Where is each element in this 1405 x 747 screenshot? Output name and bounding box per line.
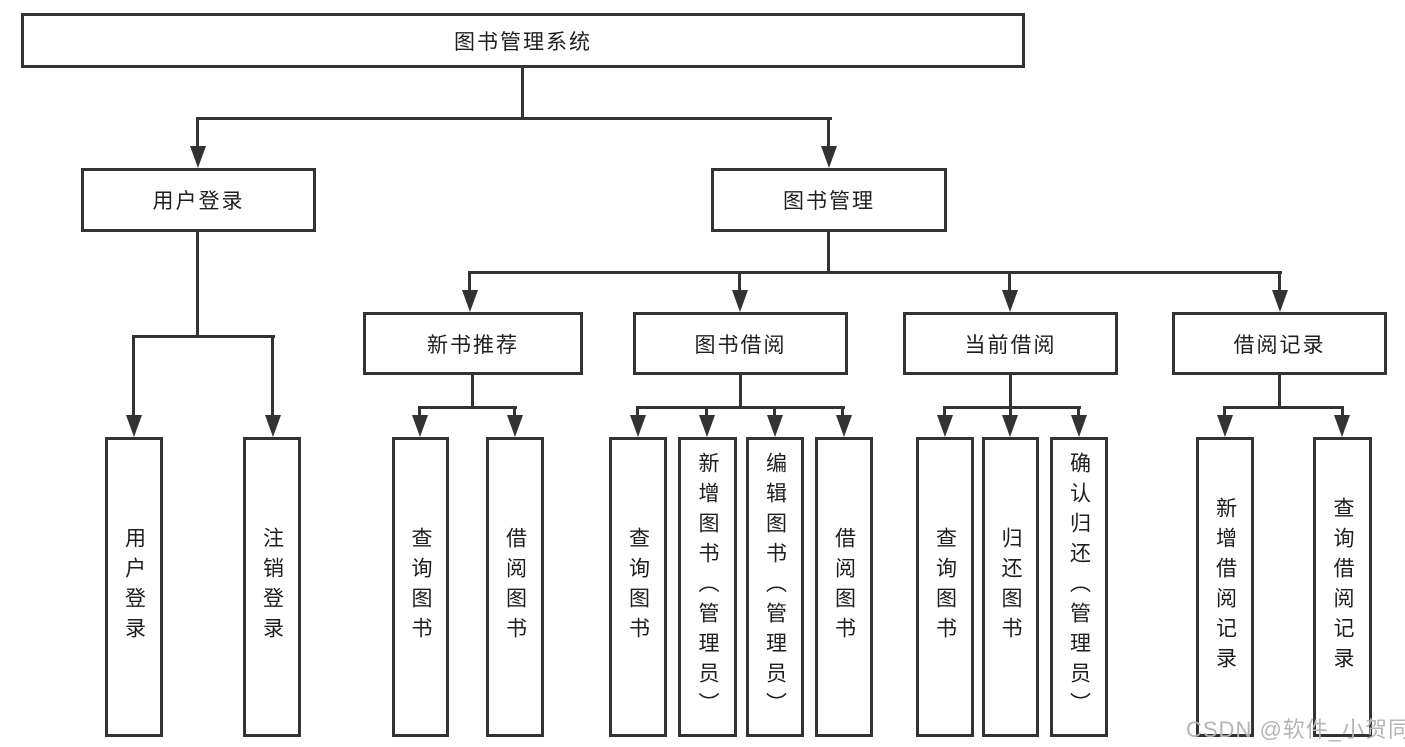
node-new-book-recommend-label: 新书推荐 xyxy=(427,333,519,357)
connector-login-stem xyxy=(132,335,135,417)
node-records-query-record-label: 查询借阅记录 xyxy=(1331,497,1354,677)
node-user-login: 用户登录 xyxy=(81,168,316,232)
arrowhead-icon xyxy=(699,415,715,437)
connector-records-down xyxy=(1278,373,1281,408)
arrowhead-icon xyxy=(1002,290,1018,312)
node-book-borrowing-label: 图书借阅 xyxy=(694,333,787,357)
connector-newrec-rail xyxy=(418,406,517,409)
node-borrowing-records-label: 借阅记录 xyxy=(1233,333,1326,357)
connector-leaf-stem xyxy=(1341,406,1344,418)
csdn-watermark: CSDN @软件_小贺同学 xyxy=(1186,717,1405,742)
arrowhead-icon xyxy=(836,415,852,437)
node-user-login-label: 用户登录 xyxy=(152,190,245,213)
node-current-query-books: 查询图书 xyxy=(916,437,974,737)
connector-userlogin-stem xyxy=(196,117,199,150)
connector-records-stem xyxy=(1278,271,1281,293)
node-login: 用户登录 xyxy=(105,437,163,737)
connector-root-stem xyxy=(521,66,524,120)
arrowhead-icon xyxy=(630,415,646,437)
arrowhead-icon xyxy=(462,290,478,312)
connector-borrow-stem xyxy=(738,271,741,293)
connector-leaf-stem xyxy=(418,406,421,418)
connector-borrow-rail xyxy=(636,406,845,409)
connector-leaf-stem xyxy=(841,406,844,418)
connector-leaf-stem xyxy=(773,406,776,418)
node-library-system: 图书管理系统 xyxy=(21,13,1025,68)
node-borrow-query-books-label: 查询图书 xyxy=(626,527,650,647)
connector-bookmgmt-stem xyxy=(827,117,830,150)
node-borrow-edit-books-admin-label: 编辑图书（管理员） xyxy=(763,452,787,722)
arrowhead-icon xyxy=(937,415,953,437)
node-borrow-query-books: 查询图书 xyxy=(609,437,667,737)
node-new-book-recommend: 新书推荐 xyxy=(363,312,583,375)
node-logout-label: 注销登录 xyxy=(260,527,284,647)
arrowhead-icon xyxy=(507,415,523,437)
connector-logout-stem xyxy=(271,335,274,417)
connector-leaf-stem xyxy=(513,406,516,418)
node-newrec-query-books-label: 查询图书 xyxy=(409,527,432,647)
connector-borrow-down xyxy=(739,373,742,408)
node-borrow-edit-books-admin: 编辑图书（管理员） xyxy=(746,437,804,737)
node-borrow-borrow-books-label: 借阅图书 xyxy=(832,527,856,647)
connector-leaf-stem xyxy=(636,406,639,418)
node-borrowing-records: 借阅记录 xyxy=(1172,312,1387,375)
node-current-return-books: 归还图书 xyxy=(982,437,1039,737)
connector-current-stem xyxy=(1008,271,1011,293)
node-newrec-borrow-books: 借阅图书 xyxy=(486,437,544,737)
node-current-borrowing: 当前借阅 xyxy=(903,312,1118,375)
node-borrow-borrow-books: 借阅图书 xyxy=(815,437,873,737)
connector-newrec-down xyxy=(471,373,474,408)
arrowhead-icon xyxy=(732,290,748,312)
connector-leaf-stem xyxy=(1009,406,1012,418)
arrowhead-icon xyxy=(190,146,206,168)
arrowhead-icon xyxy=(1334,415,1350,437)
node-current-return-books-label: 归还图书 xyxy=(999,527,1022,647)
arrowhead-icon xyxy=(1217,415,1233,437)
connector-userlogin-rail xyxy=(133,335,275,338)
node-current-confirm-return-admin: 确认归还（管理员） xyxy=(1050,437,1108,737)
node-borrow-add-books-admin: 新增图书（管理员） xyxy=(678,437,737,737)
node-current-confirm-return-admin-label: 确认归还（管理员） xyxy=(1067,452,1091,722)
connector-leaf-stem xyxy=(1077,406,1080,418)
connector-userlogin-down xyxy=(196,230,199,337)
node-book-management-label: 图书管理 xyxy=(783,190,875,213)
connector-level3-rail xyxy=(469,271,1282,274)
node-newrec-borrow-books-label: 借阅图书 xyxy=(503,527,527,647)
arrowhead-icon xyxy=(821,146,837,168)
connector-bookmgmt-down xyxy=(827,230,830,273)
node-logout: 注销登录 xyxy=(243,437,301,737)
node-library-system-label: 图书管理系统 xyxy=(454,30,592,54)
node-borrow-add-books-admin-label: 新增图书（管理员） xyxy=(696,452,719,722)
connector-current-rail xyxy=(943,406,1081,409)
node-login-label: 用户登录 xyxy=(122,527,146,647)
node-records-query-record: 查询借阅记录 xyxy=(1313,437,1372,737)
connector-newrec-stem xyxy=(468,271,471,293)
node-book-borrowing: 图书借阅 xyxy=(633,312,848,375)
node-records-add-record-label: 新增借阅记录 xyxy=(1213,497,1237,677)
arrowhead-icon xyxy=(1071,415,1087,437)
node-records-add-record: 新增借阅记录 xyxy=(1196,437,1254,737)
node-current-borrowing-label: 当前借阅 xyxy=(964,333,1057,357)
connector-level2-rail xyxy=(196,117,832,120)
arrowhead-icon xyxy=(1002,415,1018,437)
arrowhead-icon xyxy=(412,415,428,437)
arrowhead-icon xyxy=(767,415,783,437)
node-newrec-query-books: 查询图书 xyxy=(392,437,449,737)
arrowhead-icon xyxy=(265,415,281,437)
node-book-management: 图书管理 xyxy=(711,168,947,232)
node-current-query-books-label: 查询图书 xyxy=(933,527,957,647)
connector-leaf-stem xyxy=(943,406,946,418)
arrowhead-icon xyxy=(126,415,142,437)
connector-current-down xyxy=(1009,373,1012,408)
connector-leaf-stem xyxy=(705,406,708,418)
connector-leaf-stem xyxy=(1223,406,1226,418)
connector-records-rail xyxy=(1223,406,1344,409)
arrowhead-icon xyxy=(1272,290,1288,312)
